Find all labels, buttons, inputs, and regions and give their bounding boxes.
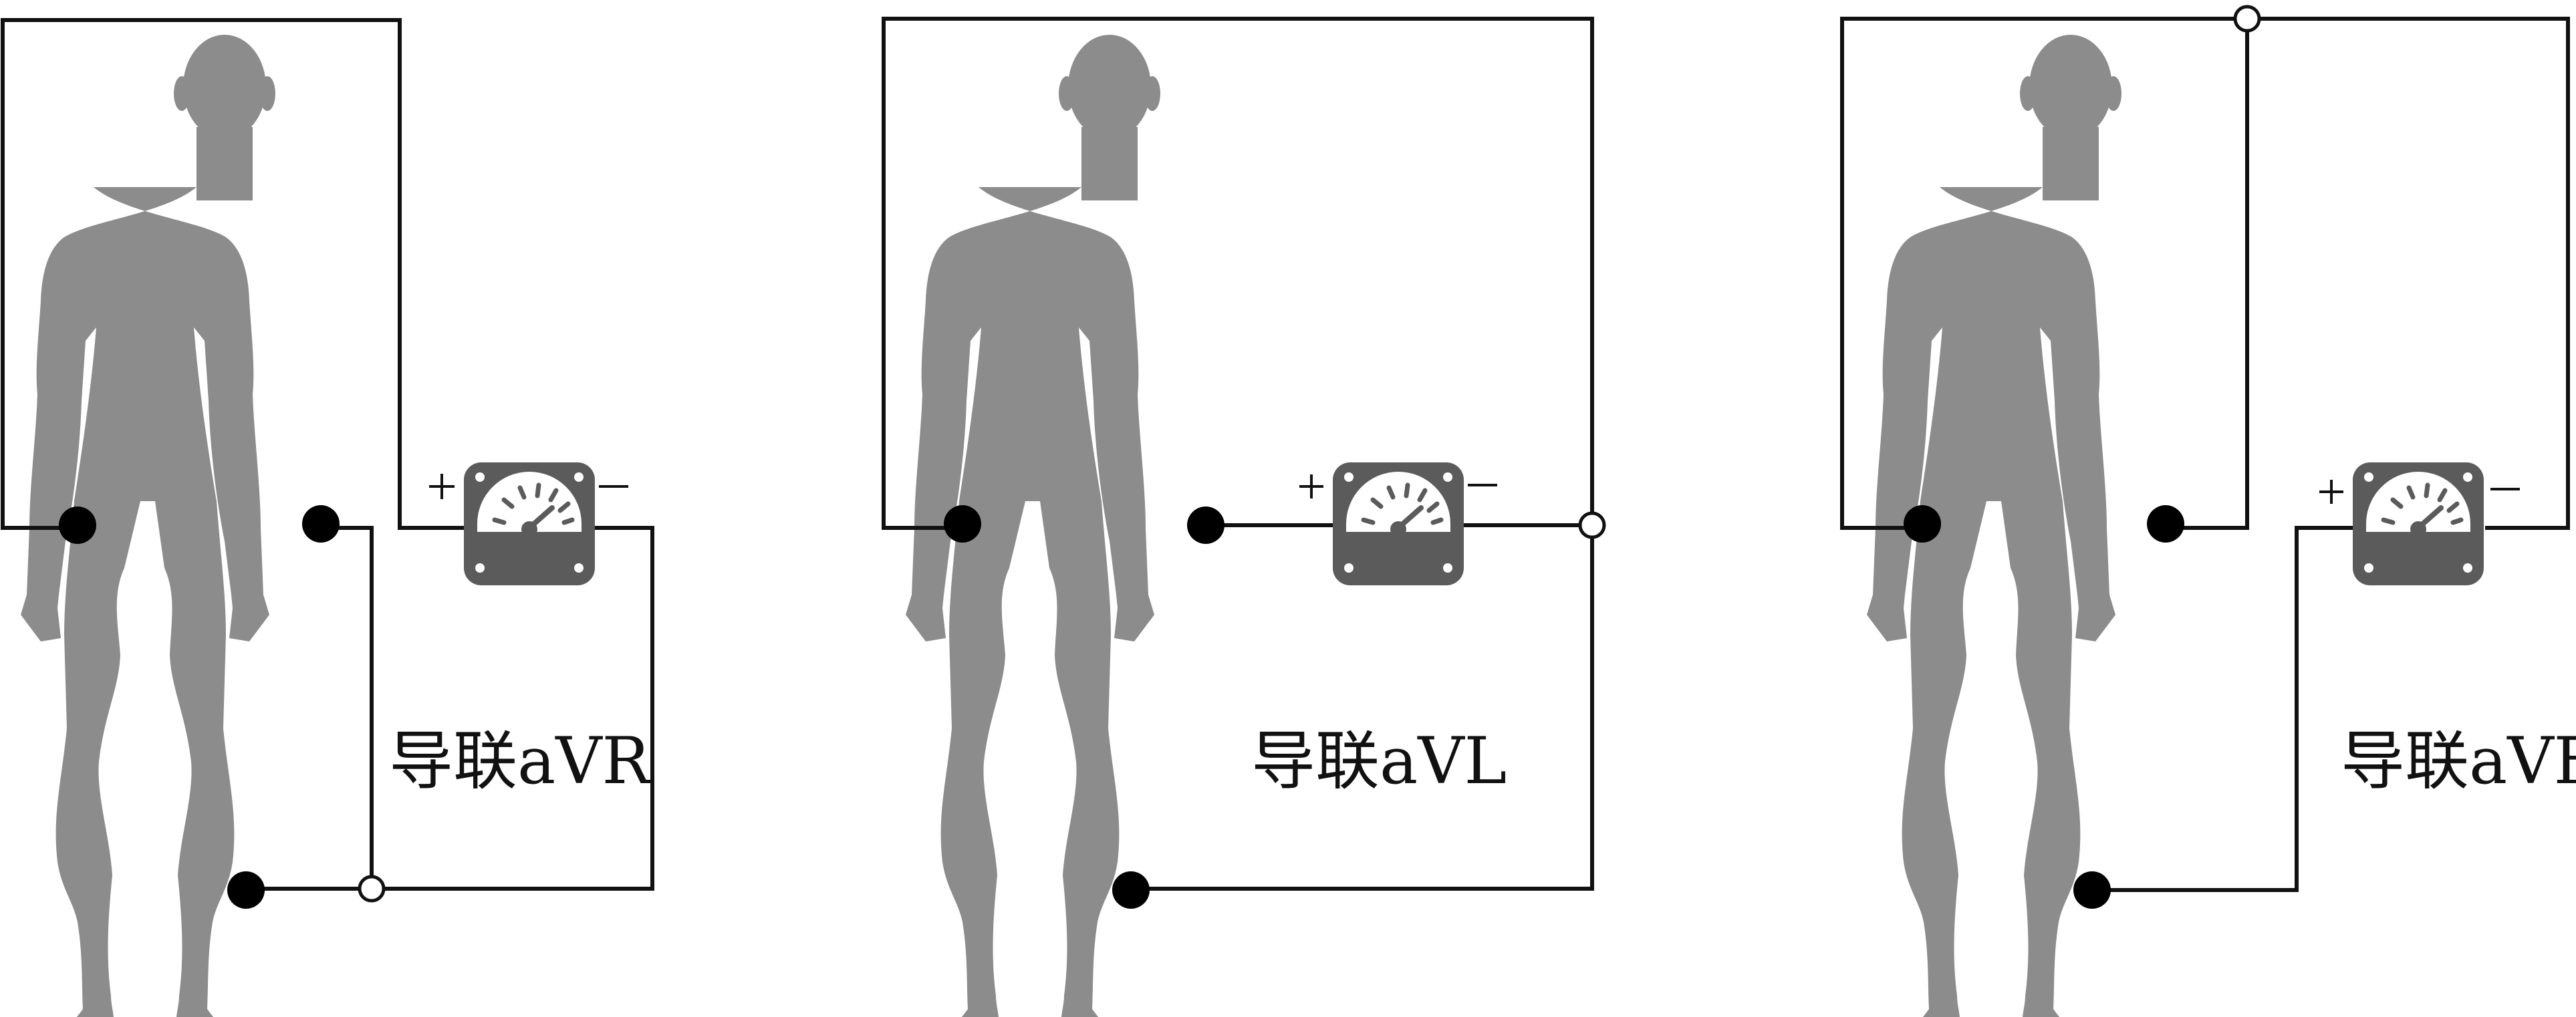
galvanometer-icon: [1333, 462, 1464, 585]
lead-label: 导联aVF: [2341, 724, 2576, 798]
lead-label: 导联aVR: [389, 724, 652, 798]
panel-avr: 导联aVR: [1, 18, 654, 1017]
lead-label: 导联aVL: [1251, 724, 1507, 798]
electrode-left-leg: [1112, 871, 1150, 909]
electrode-left-arm: [2147, 505, 2184, 543]
electrode-right-arm: [59, 506, 96, 544]
positive-sign: [2319, 480, 2343, 504]
electrode-right-arm: [1904, 505, 1941, 543]
wire-right-arm-leg-loop: [882, 17, 1594, 891]
panel-avf: 导联aVF: [1840, 5, 2576, 1017]
wire-arms-loop: [1840, 17, 2249, 530]
electrode-left-arm: [302, 505, 340, 543]
electrode-left-leg: [2073, 871, 2111, 909]
positive-sign: [1299, 474, 1323, 498]
panel-avl: 导联aVL: [882, 17, 1606, 1017]
electrode-left-arm: [1187, 506, 1225, 544]
central-terminal: [358, 875, 386, 903]
central-terminal: [2233, 5, 2261, 33]
galvanometer-icon: [464, 462, 595, 585]
positive-sign: [429, 474, 455, 499]
wire-left-arm: [321, 526, 374, 889]
galvanometer-icon: [2353, 462, 2484, 585]
electrode-right-arm: [944, 505, 981, 543]
central-terminal: [1578, 511, 1606, 539]
wire-left-leg: [2092, 526, 2358, 892]
wire-arms-loop: [1, 18, 468, 530]
electrode-left-leg: [227, 871, 265, 909]
wire-negative-return: [2247, 17, 2570, 530]
wire-negative-return: [372, 526, 654, 891]
